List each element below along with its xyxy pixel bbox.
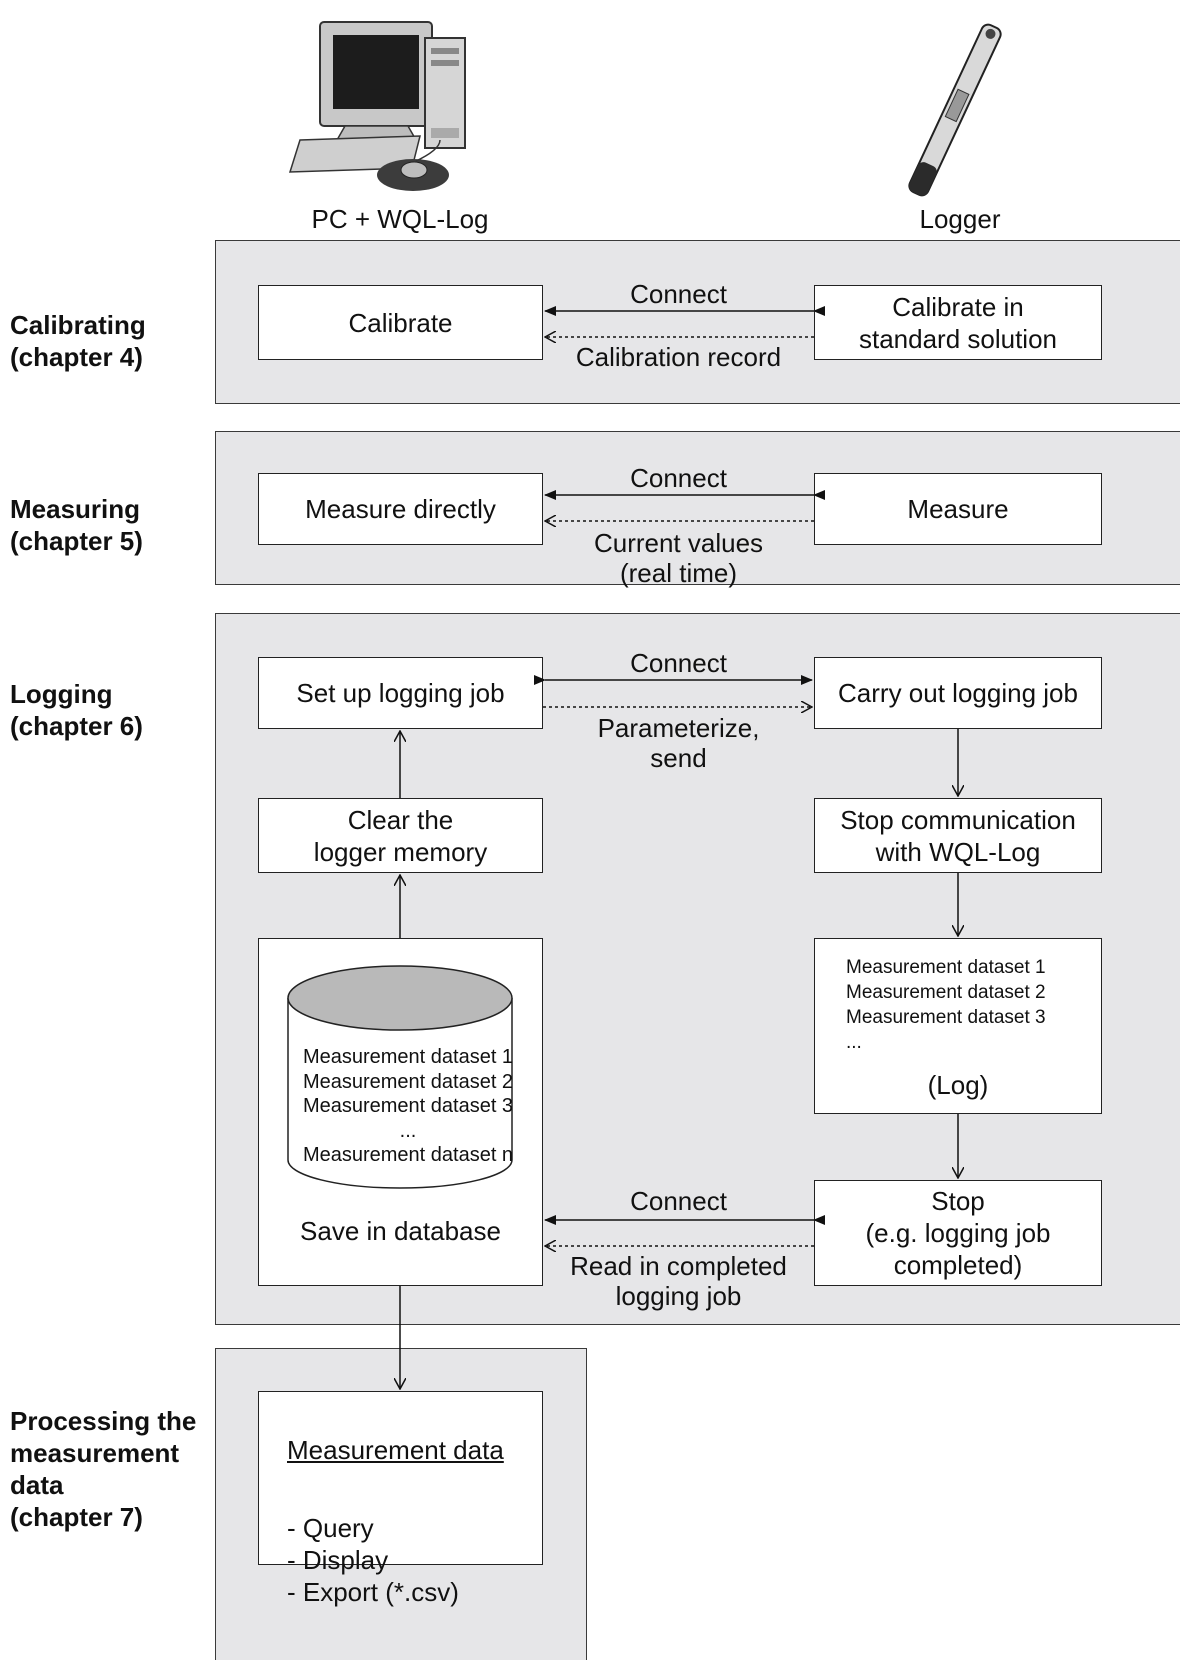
logging-connect-bottom-label: Connect: [630, 1186, 727, 1216]
log-box: (Log): [814, 938, 1102, 1114]
measuring-connect-label: Connect: [630, 463, 727, 493]
logging-connect-top-label: Connect: [630, 648, 727, 678]
stop-box: Stop (e.g. logging job completed): [814, 1180, 1102, 1286]
measure-directly-box: Measure directly: [258, 473, 543, 545]
stop-communication-box: Stop communication with WQL-Log: [814, 798, 1102, 873]
measurement-data-box: Measurement data - Query - Display - Exp…: [258, 1391, 543, 1607]
calibrate-box: Calibrate: [258, 285, 543, 360]
log-datasets: Measurement dataset 1 Measurement datase…: [846, 957, 1046, 1053]
log-caption: (Log): [927, 1070, 989, 1100]
measurement-data-title: Measurement data: [287, 1435, 504, 1465]
pc-icon: [288, 21, 466, 191]
parameterize-send-label: Parameterize, send: [597, 713, 760, 773]
calibrating-connect-label: Connect: [630, 279, 727, 309]
measuring-side-label: Measuring (chapter 5): [10, 494, 143, 556]
measure-box: Measure: [814, 473, 1102, 545]
logger-icon: [908, 23, 1002, 197]
processing-side-label: Processing the measurement data (chapter…: [10, 1406, 197, 1532]
clear-logger-memory-box: Clear the logger memory: [258, 798, 543, 873]
setup-logging-job-box: Set up logging job: [258, 657, 543, 729]
calibration-record-label: Calibration record: [575, 342, 782, 372]
calibrating-side-label: Calibrating (chapter 4): [10, 310, 146, 372]
logging-side-label: Logging (chapter 6): [10, 679, 143, 741]
read-in-completed-label: Read in completed logging job: [570, 1251, 787, 1311]
database-caption: Save in database: [300, 1216, 501, 1246]
calibrate-solution-box: Calibrate in standard solution: [814, 285, 1102, 360]
pc-label: PC + WQL-Log: [311, 204, 489, 234]
carry-out-logging-job-box: Carry out logging job: [814, 657, 1102, 729]
database-datasets: Measurement dataset 1 Measurement datase…: [302, 1046, 514, 1166]
logger-label: Logger: [919, 204, 1001, 234]
current-values-label: Current values (real time): [593, 528, 764, 588]
measurement-data-items: - Query - Display - Export (*.csv): [287, 1513, 459, 1607]
